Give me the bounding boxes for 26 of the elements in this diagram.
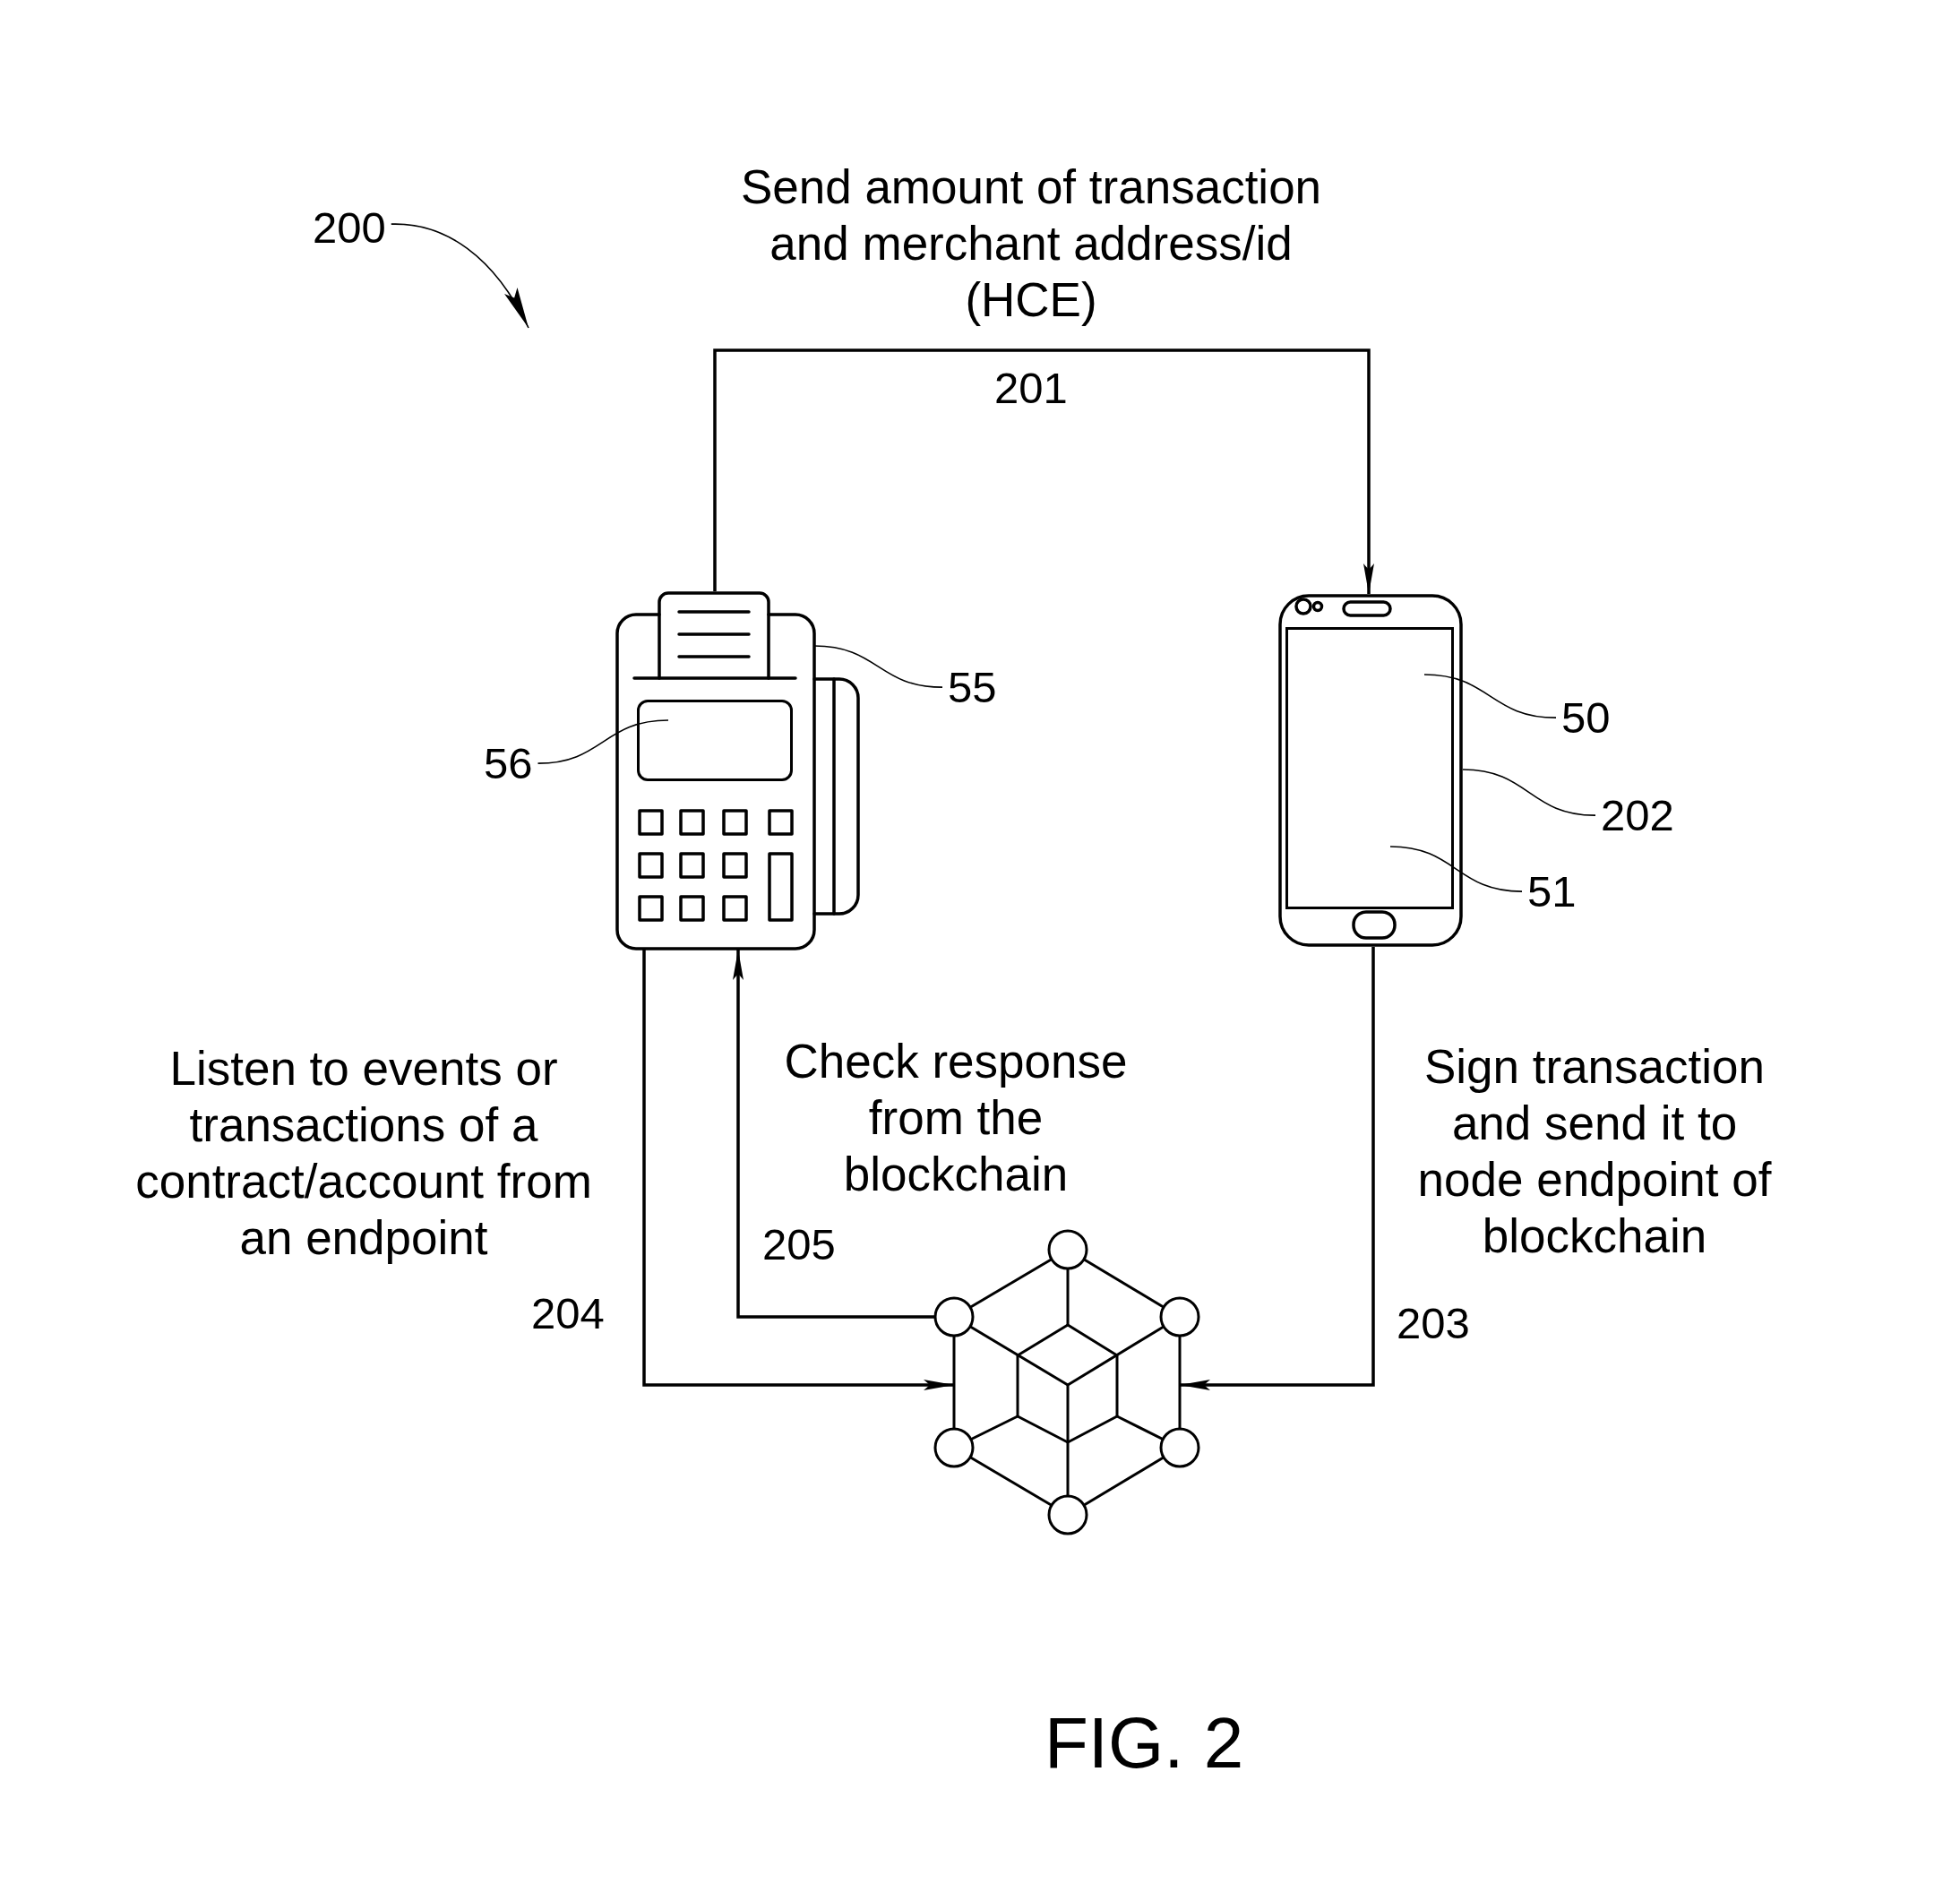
step-description: Send amount of transaction and merchant address/id (HCE) xyxy=(739,159,1323,328)
phone-screen xyxy=(1285,627,1454,909)
leader-arrow xyxy=(390,223,529,329)
figure-caption: FIG. 2 xyxy=(1044,1702,1244,1784)
leader-line xyxy=(537,719,669,764)
arrow xyxy=(642,950,954,1390)
leader-line xyxy=(1462,769,1596,816)
network-cube-illustration xyxy=(934,1230,1200,1535)
arrow xyxy=(1180,947,1375,1390)
reference-numeral: 50 xyxy=(1561,692,1611,744)
reference-numeral: 55 xyxy=(948,662,997,713)
reference-numeral: 51 xyxy=(1527,866,1577,917)
smartphone-illustration xyxy=(1278,594,1463,947)
leader-line xyxy=(813,645,943,688)
step-description: Check response from the blockchain xyxy=(783,1034,1129,1202)
step-description: Sign transaction and send it to node endpoint of blockchain xyxy=(1416,1039,1773,1264)
payment-terminal-illustration xyxy=(615,591,859,950)
arrow xyxy=(733,950,934,1319)
reference-numeral: 202 xyxy=(1601,790,1674,841)
arrow xyxy=(713,348,1374,594)
leader-line xyxy=(1423,674,1557,718)
leader-line xyxy=(1389,846,1523,892)
terminal-screen xyxy=(637,700,793,781)
step-description: Listen to events or transactions of a contract/account from an endpoint xyxy=(134,1041,593,1266)
reference-numeral: 200 xyxy=(313,202,386,254)
reference-numeral: 56 xyxy=(484,738,533,789)
